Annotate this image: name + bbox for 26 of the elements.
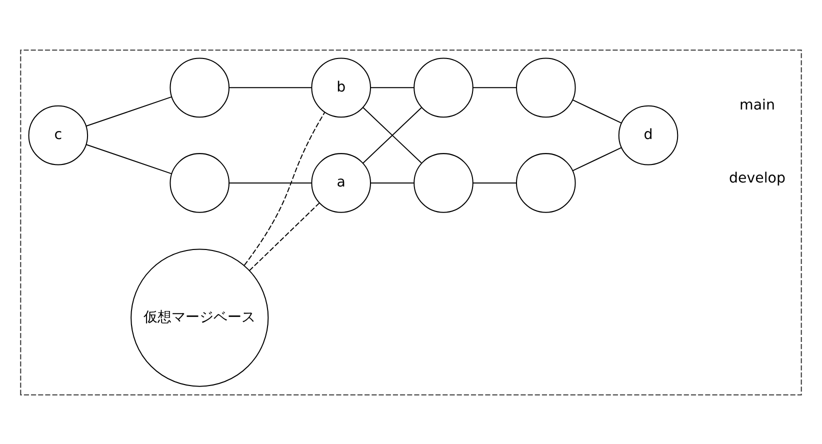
node-circle — [516, 57, 576, 118]
connector — [86, 96, 172, 126]
connector — [86, 144, 172, 174]
connector — [249, 202, 320, 270]
cluster — [20, 49, 802, 395]
node-circle — [414, 57, 474, 118]
node-circle: 仮想マージベース — [130, 248, 269, 386]
connector — [473, 86, 516, 88]
node-circle: b — [311, 57, 372, 118]
connector — [370, 86, 414, 88]
node-circle — [516, 152, 576, 212]
connector — [572, 98, 622, 124]
node-circle: c — [28, 104, 88, 165]
node-circle — [170, 152, 230, 212]
node-circle — [170, 57, 230, 118]
node-circle: a — [311, 152, 372, 212]
connector — [473, 182, 516, 183]
connector — [370, 182, 414, 183]
connector — [229, 86, 312, 88]
connector — [229, 182, 312, 183]
label: main — [740, 97, 775, 114]
node-circle: d — [618, 104, 678, 165]
connector — [244, 112, 325, 266]
connector — [572, 146, 622, 171]
node-circle — [414, 152, 474, 212]
label: develop — [728, 170, 786, 186]
